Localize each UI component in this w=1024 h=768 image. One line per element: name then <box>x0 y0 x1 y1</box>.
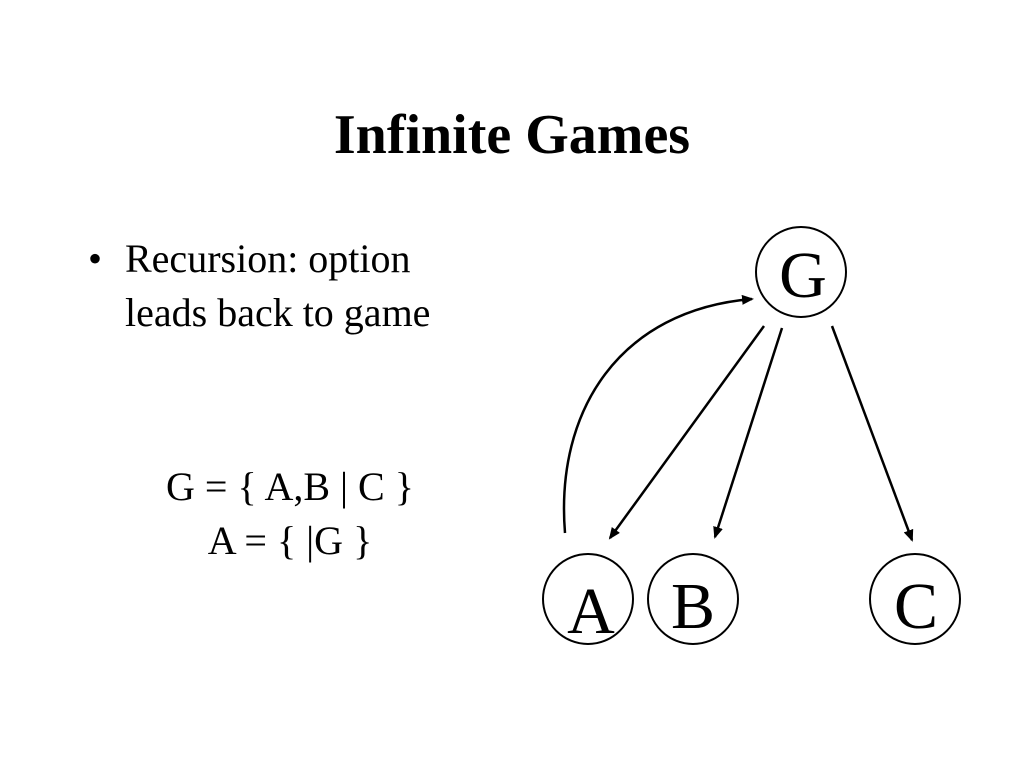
equation-a: A = { |G } <box>207 518 373 563</box>
edge-g-to-a <box>608 325 766 540</box>
node-b: B <box>647 553 739 645</box>
node-c-circle <box>869 553 961 645</box>
node-a-circle <box>542 553 634 645</box>
equations: G = { A,B | C } A = { |G } <box>90 460 490 568</box>
edge-a-to-g-recursion <box>562 294 754 534</box>
node-g-circle <box>755 226 847 318</box>
node-b-label: B <box>671 570 715 643</box>
bullet-glyph: • <box>88 236 103 281</box>
edge-g-to-c <box>830 325 914 542</box>
bullet-text-line-2: leads back to game <box>125 290 431 335</box>
node-b-circle <box>647 553 739 645</box>
slide-title: Infinite Games <box>333 104 691 166</box>
node-a: A <box>542 553 634 648</box>
node-g: G <box>755 226 847 318</box>
edge-g-to-b <box>713 327 784 539</box>
node-c-label: C <box>894 570 938 643</box>
node-c: C <box>869 553 961 645</box>
bullet-list: • Recursion: option leads back to game <box>88 232 508 340</box>
node-a-label: A <box>567 575 615 648</box>
equation-g: G = { A,B | C } <box>166 464 414 509</box>
bullet-text-line-1: Recursion: option <box>125 236 411 281</box>
bullet-item: • Recursion: option leads back to game <box>88 232 508 340</box>
node-g-label: G <box>779 239 827 312</box>
